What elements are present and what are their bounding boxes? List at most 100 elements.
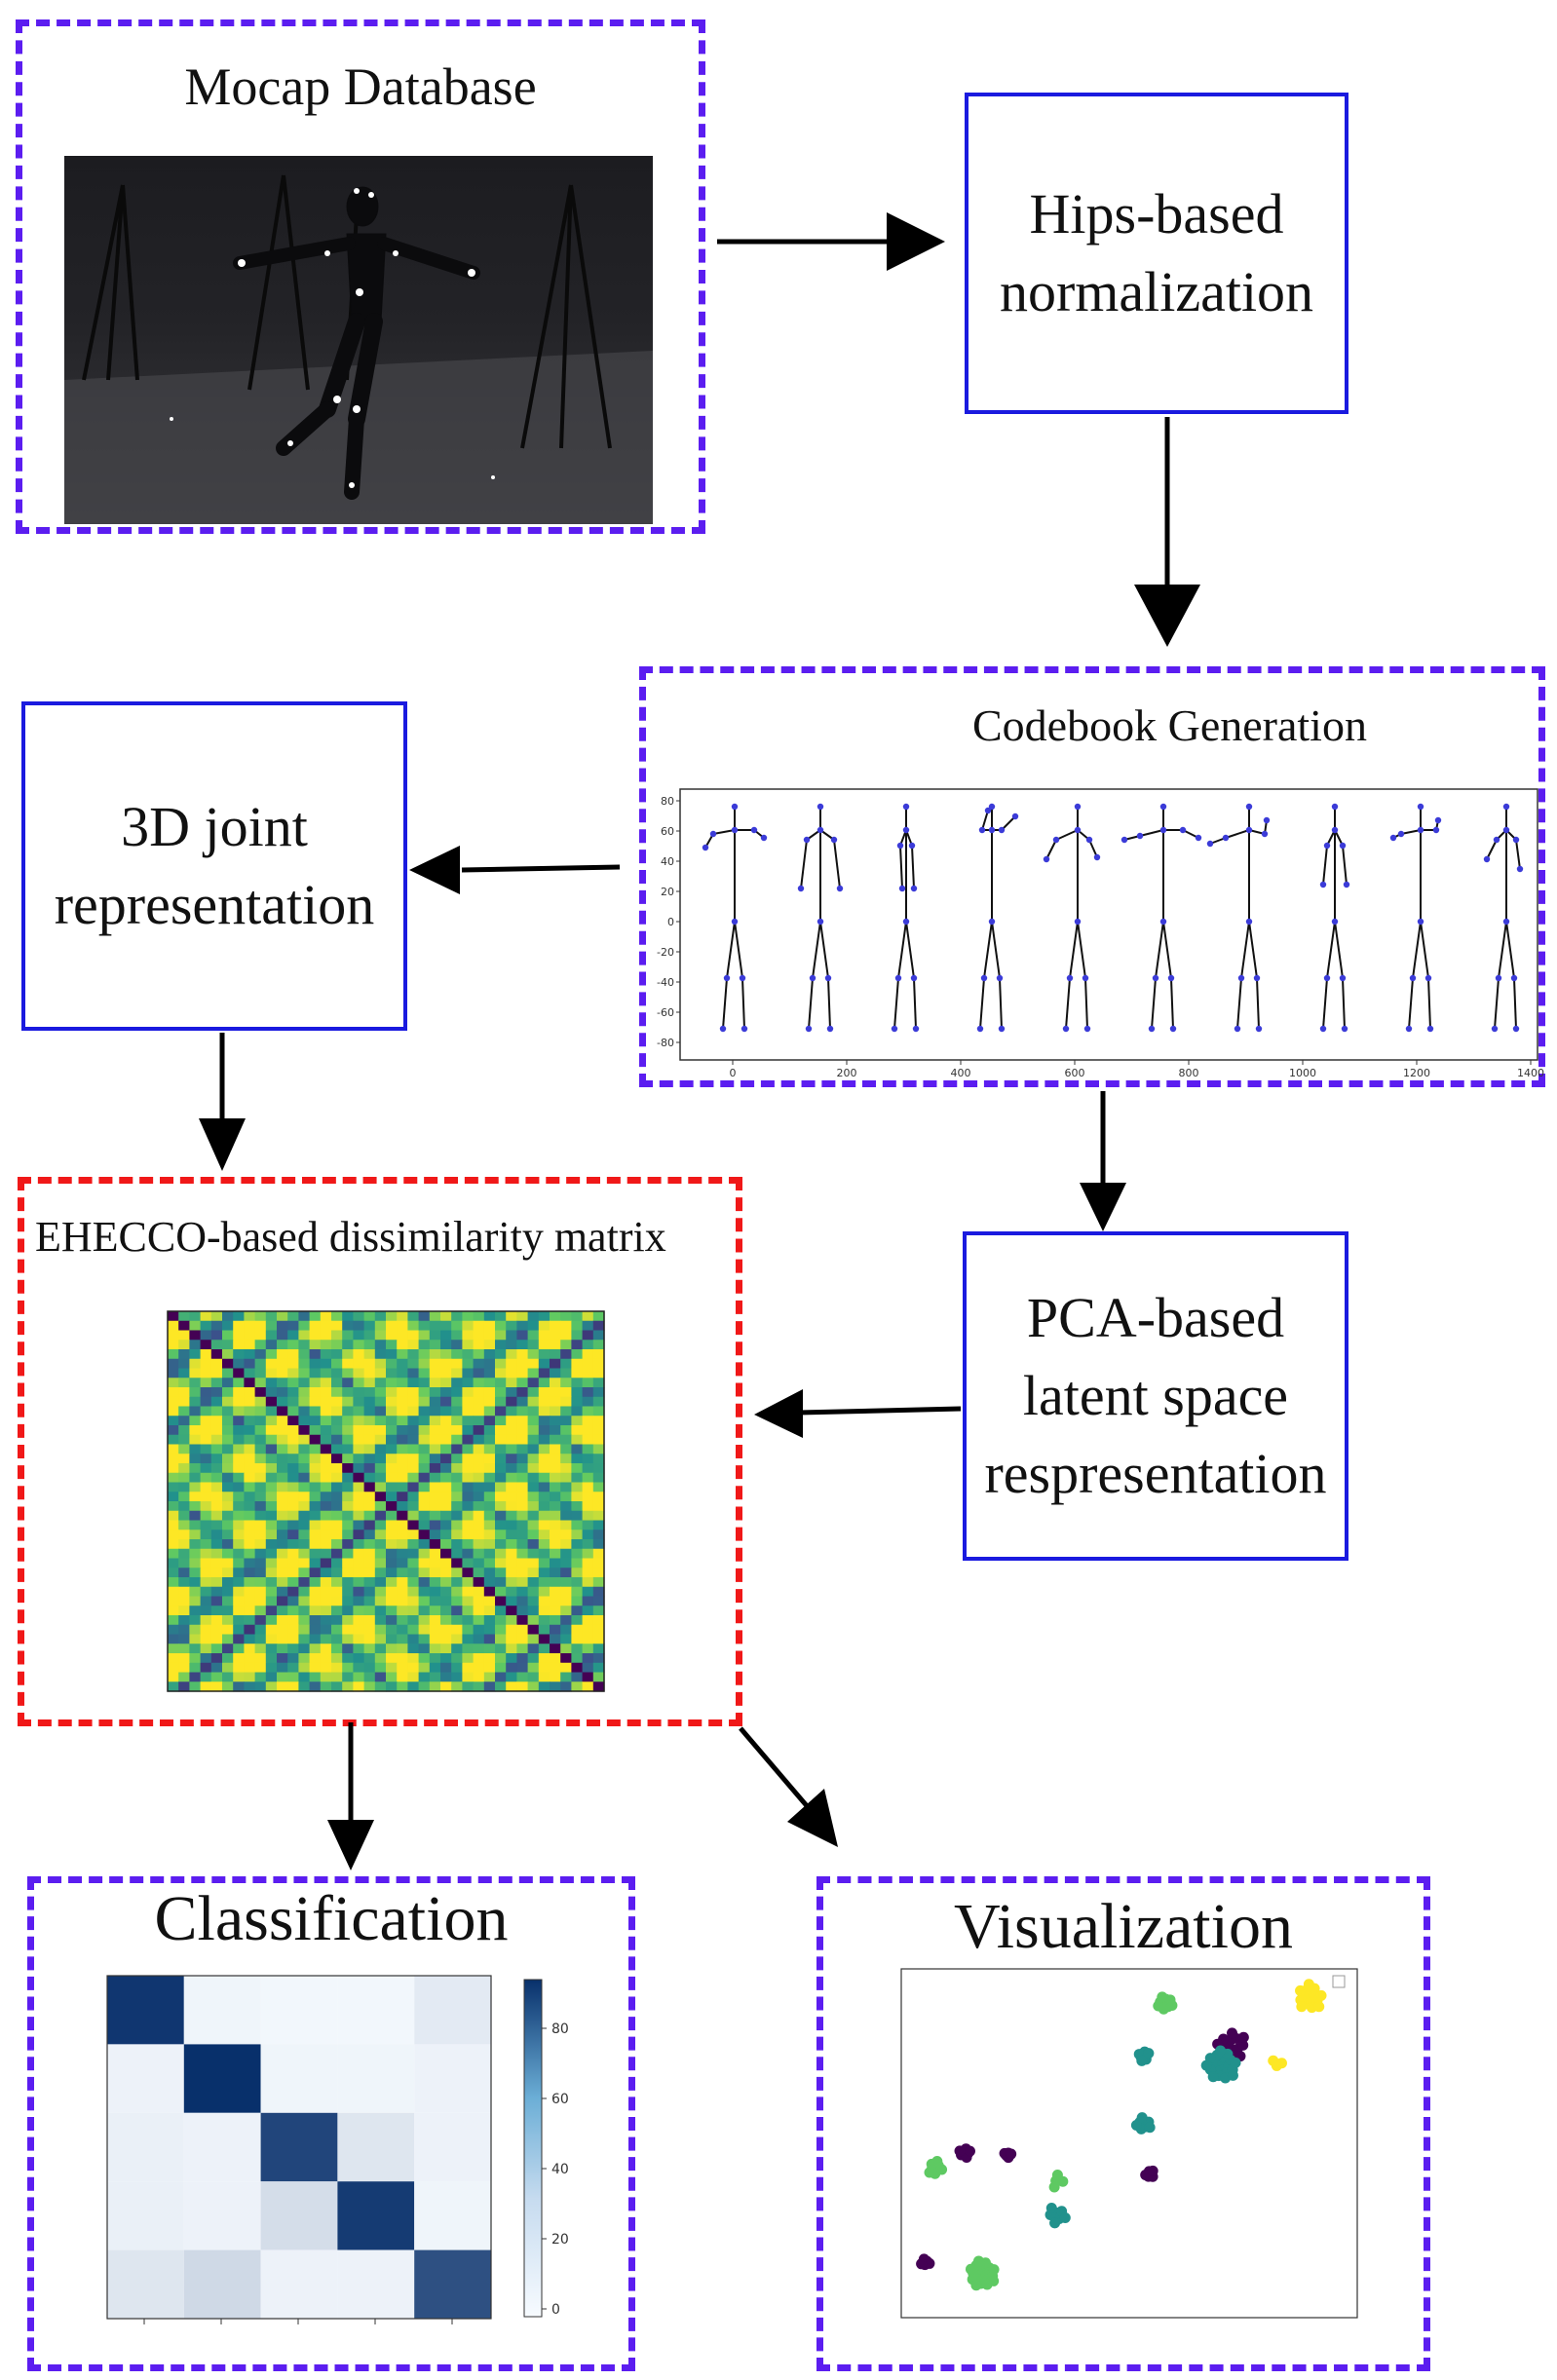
scatter-cluster [1048, 2170, 1069, 2193]
confusion-cell [107, 2112, 184, 2182]
arrow-to-joint [409, 846, 460, 894]
arrow-to-classification [327, 1820, 374, 1870]
confusion-cell [260, 2044, 338, 2113]
confusion-cell [337, 2249, 415, 2319]
pca-line2: latent space [1022, 1364, 1289, 1427]
scatter-cluster [924, 2155, 948, 2179]
confusion-cell [260, 2181, 338, 2250]
hips-line2: normalization [999, 260, 1314, 323]
hips-normalization-box: Hips-based normalization [965, 93, 1348, 414]
confusion-cell [183, 2249, 261, 2319]
scatter-cluster [1200, 2045, 1241, 2084]
colorbar-tick: 80 [551, 2021, 569, 2037]
colorbar [523, 1979, 543, 2318]
scatter-cluster [1044, 2203, 1071, 2229]
visualization-panel [816, 1876, 1430, 2371]
codebook-ytick: -60 [657, 1006, 674, 1019]
codebook-ytick: -20 [657, 946, 674, 959]
codebook-xtick: 1400 [1517, 1067, 1544, 1079]
pca-latent-box: PCA-based latent space respresentation [963, 1231, 1348, 1561]
skeleton-pose [797, 803, 844, 1033]
hips-line1: Hips-based [1029, 182, 1284, 246]
skeleton-pose [976, 803, 1019, 1033]
joint-representation-box: 3D joint representation [21, 701, 407, 1031]
confusion-cell [107, 2249, 184, 2319]
mocap-database-title: Mocap Database [184, 57, 537, 116]
confusion-cell [260, 1976, 338, 2045]
legend-box [1332, 1975, 1346, 1988]
codebook-ytick: -40 [657, 976, 674, 989]
pca-line3: respresentation [984, 1442, 1327, 1505]
dissimilarity-heatmap [166, 1309, 606, 1695]
codebook-ytick: 80 [661, 795, 674, 808]
confusion-cell [414, 2249, 491, 2319]
codebook-title: Codebook Generation [972, 700, 1367, 750]
colorbar-tick: 40 [551, 2162, 569, 2177]
codebook-xtick: 1000 [1289, 1067, 1316, 1079]
skeleton-pose [702, 803, 768, 1033]
skeleton-pose [1483, 803, 1524, 1033]
confusion-cell [183, 2044, 261, 2113]
scatter-plot [900, 1968, 1358, 2319]
classification-title: Classification [154, 1883, 509, 1954]
skeleton-pose [891, 803, 920, 1033]
dissimilarity-matrix-title: EHECCO-based dissimilarity matrix [35, 1213, 666, 1261]
scatter-cluster [954, 2143, 975, 2164]
confusion-cell [414, 2112, 491, 2182]
scatter-cluster [1268, 2055, 1287, 2071]
codebook-ytick: -80 [657, 1037, 674, 1049]
visualization-title: Visualization [954, 1891, 1293, 1962]
scatter-cluster [999, 2147, 1017, 2164]
dissimilarity-heatmap-svg [167, 1310, 605, 1692]
codebook-ytick: 60 [661, 825, 674, 838]
codebook-ytick: 40 [661, 855, 674, 868]
confusion-cell [183, 1976, 261, 2045]
skeleton-pose [1120, 803, 1202, 1033]
confusion-cell [107, 2044, 184, 2113]
codebook-xtick: 0 [730, 1067, 737, 1079]
confusion-cell [337, 2181, 415, 2250]
joint-line2: representation [54, 873, 375, 936]
skeleton-pose [1319, 803, 1350, 1033]
codebook-ytick: 0 [667, 916, 674, 928]
mocap-photo [64, 156, 653, 524]
codebook-xtick: 800 [1179, 1067, 1199, 1079]
confusion-cell [107, 2181, 184, 2250]
codebook-panel [639, 666, 1545, 1087]
confusion-cell [414, 2181, 491, 2250]
codebook-xtick: 400 [951, 1067, 971, 1079]
colorbar-tick: 20 [551, 2232, 569, 2248]
scatter-cluster [1153, 1991, 1178, 2015]
scatter-cluster [1140, 2165, 1158, 2182]
skeleton-pose [1043, 803, 1101, 1033]
confusion-cell [337, 2112, 415, 2182]
arrow-to-visualization [787, 1789, 838, 1847]
scatter-cluster [1130, 2112, 1156, 2134]
codebook-xtick: 1200 [1403, 1067, 1430, 1079]
confusion-cell [183, 2112, 261, 2182]
arrow-pca-to-matrix [754, 1389, 803, 1438]
colorbar-tick: 60 [551, 2092, 569, 2107]
confusion-cell [414, 2044, 491, 2113]
confusion-cell [260, 2112, 338, 2182]
confusion-cell [260, 2249, 338, 2319]
classification-panel [27, 1876, 635, 2371]
codebook-xtick: 200 [837, 1067, 857, 1079]
scatter-cluster [1133, 2046, 1155, 2066]
confusion-cell [107, 1976, 184, 2045]
dissimilarity-matrix-panel [18, 1177, 742, 1726]
arrow-to-matrix [199, 1118, 246, 1171]
mocap-database-panel [16, 19, 705, 534]
scatter-cluster [965, 2255, 1000, 2291]
confusion-cell [337, 1976, 415, 2045]
arrow-to-pca [1080, 1183, 1126, 1231]
arrow-to-hips [887, 212, 945, 271]
scatter-plot-svg [900, 1968, 1358, 2319]
confusion-cell [414, 1976, 491, 2045]
scatter-cluster [1295, 1979, 1327, 2014]
codebook-xtick: 600 [1065, 1067, 1085, 1079]
